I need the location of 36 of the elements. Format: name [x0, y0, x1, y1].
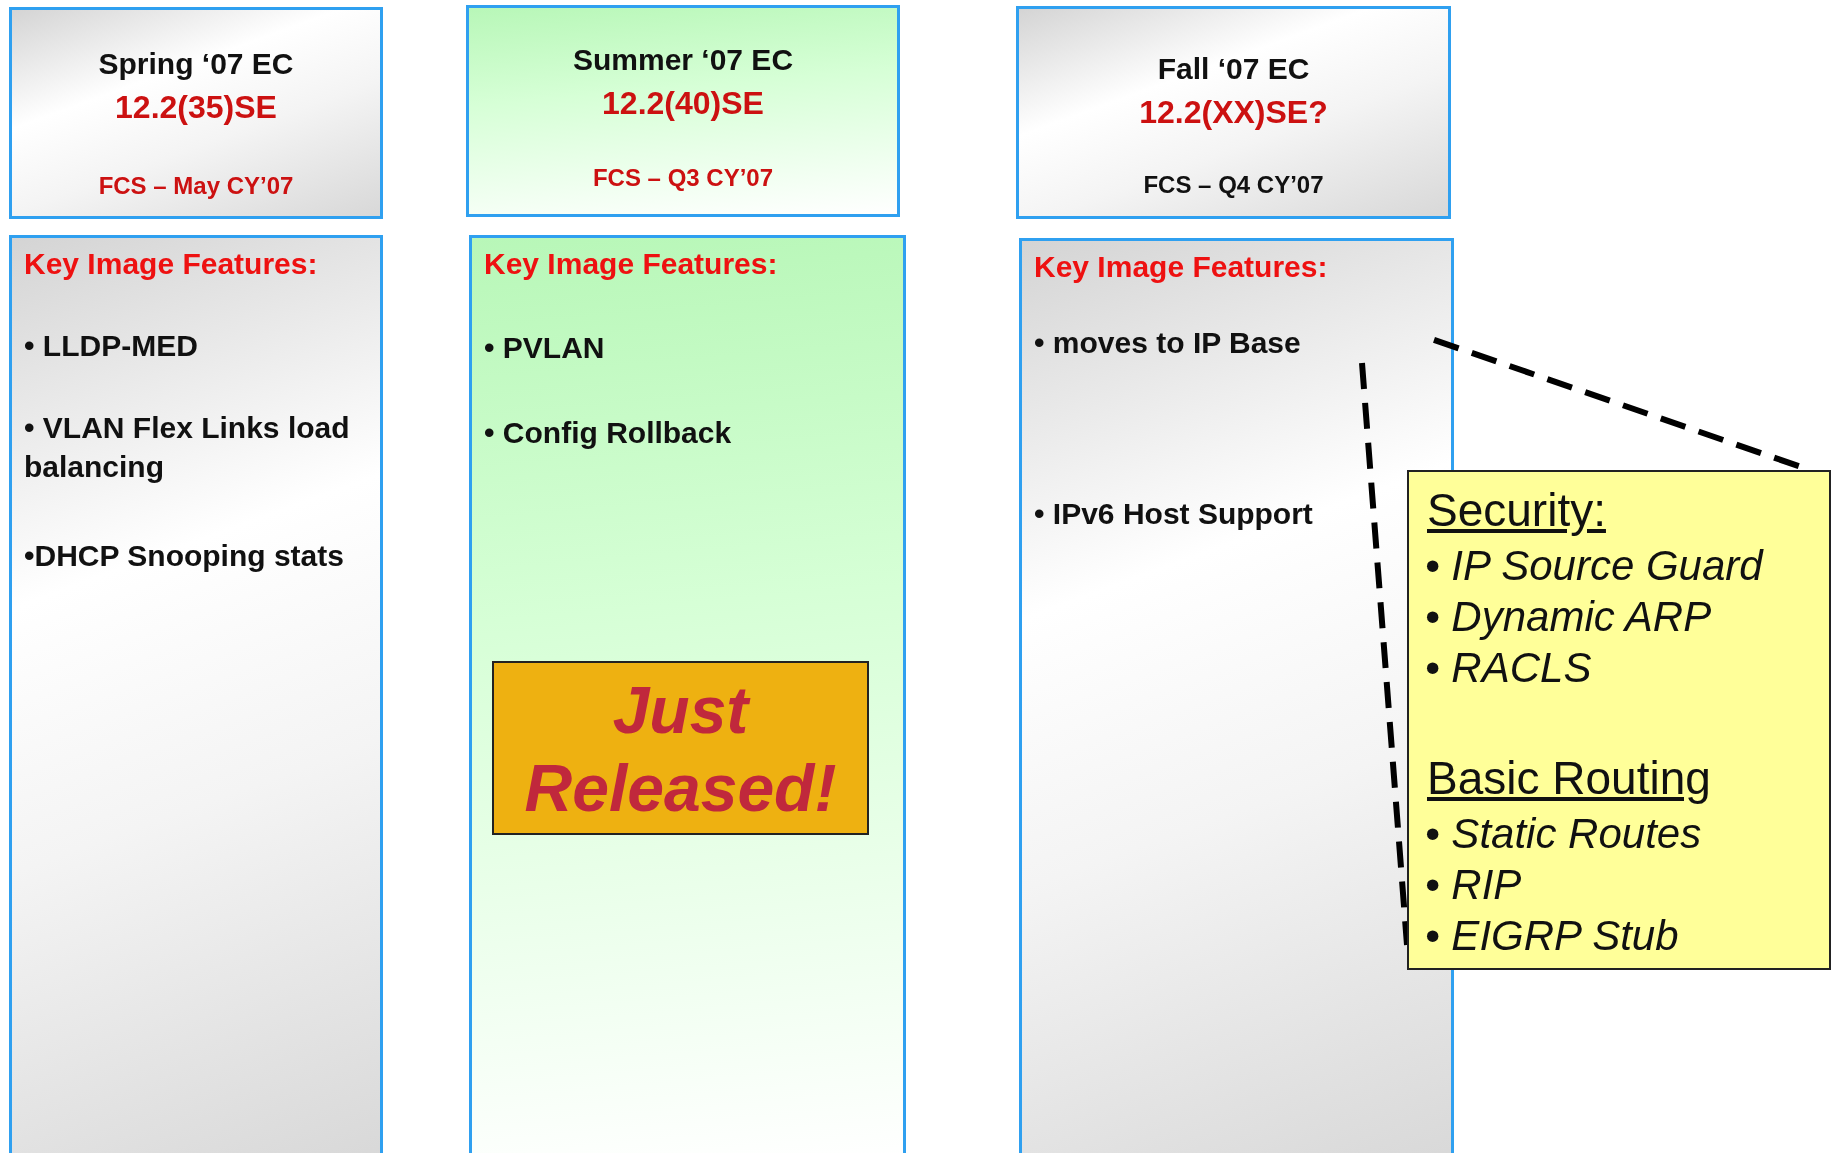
bullet-text: • PVLAN — [484, 330, 606, 366]
feature-column-panel — [469, 235, 906, 1153]
release-title: Spring ‘07 EC — [97, 46, 295, 82]
bullet-text: • IPv6 Host Support — [1034, 496, 1314, 532]
list-item: • RACLS — [1425, 643, 1592, 693]
bullet-text: • moves to IP Base — [1034, 325, 1302, 361]
section-heading: Key Image Features: — [1034, 249, 1329, 285]
list-item: • Dynamic ARP — [1425, 592, 1712, 642]
release-header-box — [466, 5, 900, 217]
list-item: • IP Source Guard — [1425, 541, 1763, 591]
dashed-connector — [1359, 362, 1410, 946]
release-title: Fall ‘07 EC — [1156, 51, 1311, 87]
highlight-banner — [492, 661, 869, 835]
version-number: 12.2(40)SE — [601, 84, 765, 123]
release-header-box — [1016, 6, 1451, 219]
release-date: FCS – Q3 CY’07 — [591, 163, 775, 193]
section-heading: Key Image Features: — [24, 246, 319, 282]
list-item: • Static Routes — [1425, 809, 1702, 859]
list-item: • EIGRP Stub — [1425, 911, 1679, 961]
release-date: FCS – Q4 CY’07 — [1142, 170, 1325, 200]
release-title: Summer ‘07 EC — [571, 42, 795, 78]
callout-box — [1407, 470, 1831, 970]
version-number: 12.2(35)SE — [114, 88, 278, 127]
release-header-box — [9, 7, 383, 219]
list-item: • RIP — [1425, 860, 1522, 910]
banner-text: Just Released! — [523, 672, 838, 827]
release-date: FCS – May CY’07 — [97, 171, 295, 201]
callout-heading: Security: — [1427, 483, 1606, 538]
bullet-text: •DHCP Snooping stats — [24, 538, 345, 574]
version-number: 12.2(XX)SE? — [1138, 93, 1329, 132]
callout-heading: Basic Routing — [1427, 751, 1711, 806]
section-heading: Key Image Features: — [484, 246, 779, 282]
feature-column-panel — [9, 235, 383, 1153]
bullet-text: • Config Rollback — [484, 415, 733, 451]
bullet-text: • LLDP-MED — [24, 328, 199, 364]
bullet-text: • VLAN Flex Links load balancing — [24, 410, 351, 485]
